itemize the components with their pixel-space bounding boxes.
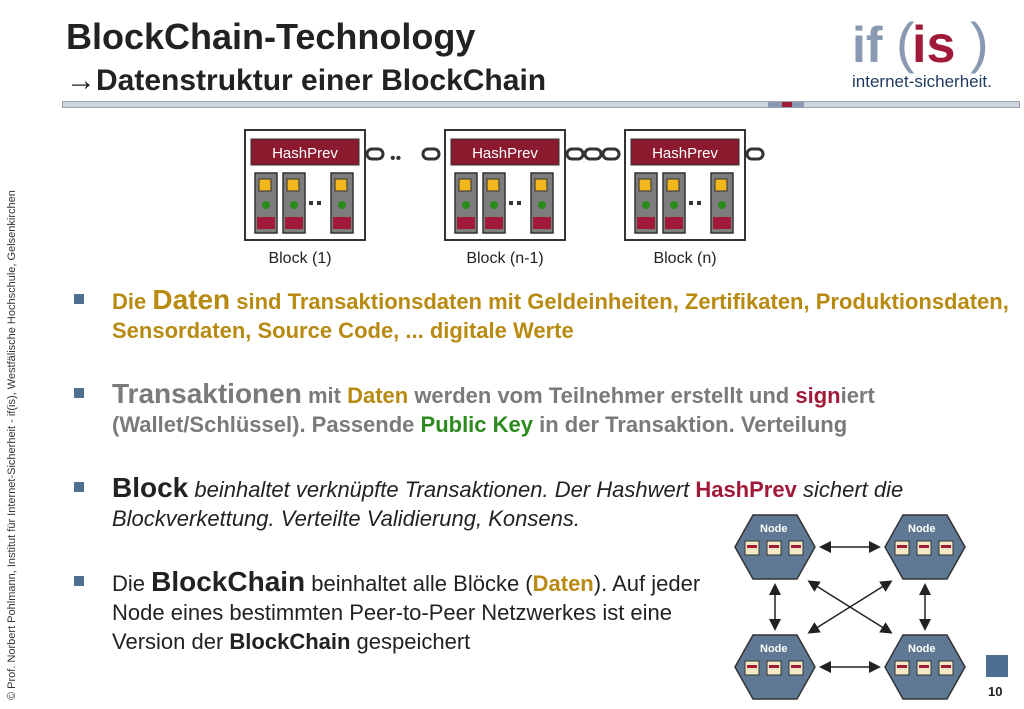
chain-ellipsis: ••	[390, 150, 401, 167]
node-label-2: Node	[908, 523, 936, 535]
page-number: 10	[988, 684, 1003, 699]
bullet-daten: Die Daten sind Transaktionsdaten mit Gel…	[72, 285, 1017, 345]
node-label-1: Node	[760, 523, 788, 535]
bullet-marker	[74, 294, 84, 304]
bullet-list: Die Daten sind Transaktionsdaten mit Gel…	[72, 285, 1017, 656]
block-1-header: HashPrev	[272, 145, 338, 162]
block-n-minus-1: HashPrev Block (n-1)	[444, 129, 566, 267]
page-subtitle: →Datenstruktur einer BlockChain	[66, 64, 547, 97]
page-title: BlockChain-Technology	[66, 16, 476, 57]
if-is-logo: if ( is )	[852, 11, 989, 74]
logo-subtitle: internet-sicherheit.	[852, 72, 992, 91]
corner-decoration	[986, 655, 1008, 677]
blockchain-diagram: HashPrev Block (1) •• HashPrev Block (n-…	[244, 129, 765, 267]
bullet-marker	[74, 388, 84, 398]
block-1-label: Block (1)	[268, 250, 331, 267]
svg-text:(: (	[896, 11, 915, 74]
block-n-header: HashPrev	[652, 145, 718, 162]
svg-text:): )	[970, 11, 989, 74]
logo-is: is	[912, 16, 955, 74]
block-n-1-label: Block (n-1)	[466, 250, 543, 267]
bullet-transaktionen: Transaktionen mit Daten werden vom Teiln…	[72, 379, 1017, 439]
header-rule	[62, 101, 1020, 108]
bullet-marker	[74, 482, 84, 492]
node-label-3: Node	[760, 643, 788, 655]
block-n-1-header: HashPrev	[472, 145, 538, 162]
side-credit: © Prof. Norbert Pohlmann, Institut für I…	[6, 190, 18, 700]
bullet-blockchain: Die BlockChain beinhaltet alle Blöcke (D…	[72, 567, 732, 656]
block-n-label: Block (n)	[653, 250, 716, 267]
node-label-4: Node	[908, 643, 936, 655]
bullet-block: Block beinhaltet verknüpfte Transaktione…	[72, 473, 1017, 533]
logo-if: if	[852, 17, 883, 73]
block-1: HashPrev Block (1)	[244, 129, 366, 267]
p2p-network-diagram: Node Node Node Node	[734, 514, 966, 700]
block-n: HashPrev Block (n)	[624, 129, 746, 267]
bullet-marker	[74, 576, 84, 586]
